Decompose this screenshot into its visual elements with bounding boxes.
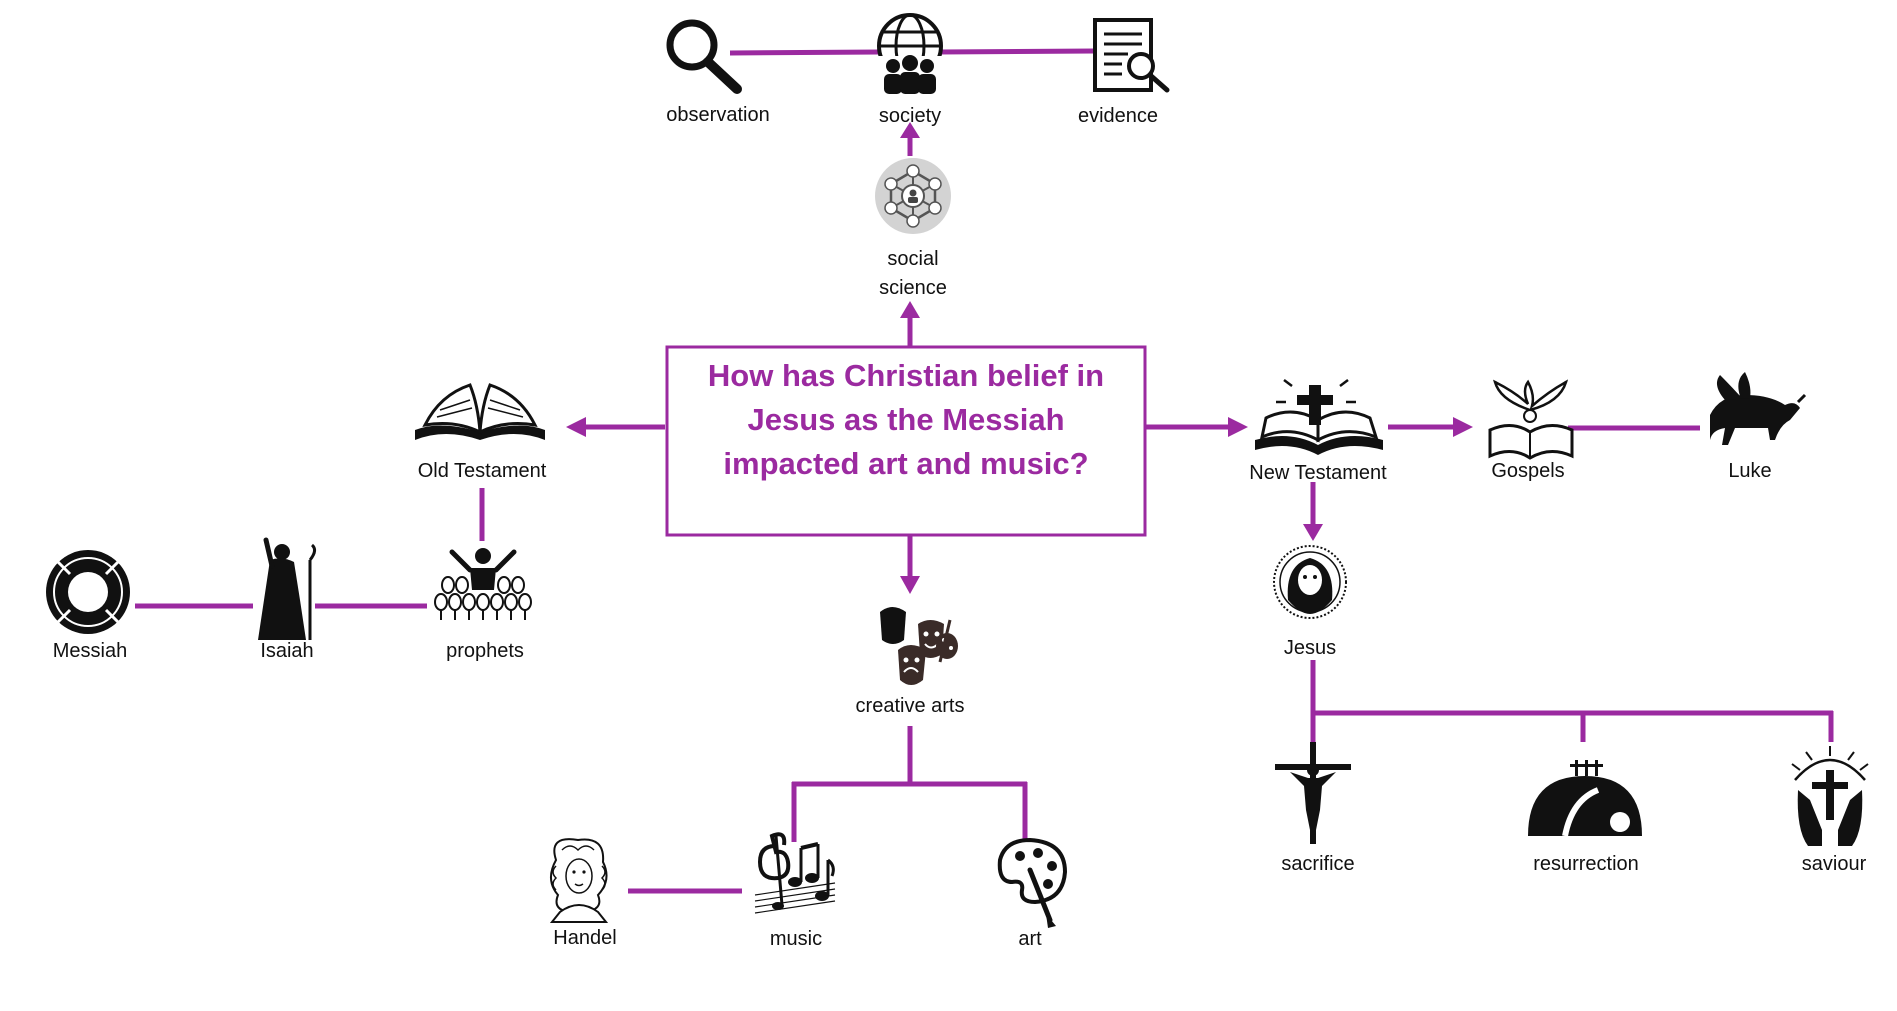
theatre-masks-icon (880, 607, 958, 685)
creative-arts-label: creative arts (856, 695, 965, 717)
messiah-label: Messiah (53, 640, 127, 662)
praying-hands-cross-icon (1791, 746, 1869, 846)
document-search-icon (1093, 18, 1170, 93)
luke-label: Luke (1728, 460, 1771, 482)
node-evidence: evidence (1078, 18, 1170, 127)
music-notes-icon (754, 832, 836, 914)
gospels-label: Gospels (1491, 460, 1564, 482)
social-science-label-2: science (879, 277, 947, 299)
node-luke: Luke (1710, 372, 1807, 482)
node-messiah: Messiah (46, 550, 130, 662)
new-testament-label: New Testament (1249, 462, 1387, 484)
prophets-label: prophets (446, 640, 524, 662)
question-line-3: impacted art and music? (723, 446, 1088, 481)
bible-cross-icon (1255, 379, 1383, 455)
magnifier-icon (666, 19, 742, 94)
node-art: art (997, 837, 1068, 950)
node-society: society (877, 13, 943, 127)
social-science-label-1: social (887, 248, 938, 270)
jesus-label: Jesus (1284, 637, 1336, 659)
node-old-testament: Old Testament (415, 383, 547, 482)
society-label: society (879, 105, 941, 127)
handel-label: Handel (553, 927, 616, 949)
art-label: art (1018, 928, 1042, 950)
open-book-icon (415, 383, 545, 440)
crowd-icon (434, 548, 532, 620)
node-prophets: prophets (434, 548, 532, 662)
winged-ox-icon (1710, 372, 1807, 445)
empty-tomb-icon (1528, 760, 1642, 837)
jesus-portrait-icon (1273, 545, 1347, 619)
node-social-science: social science (875, 158, 951, 299)
node-creative-arts: creative arts (856, 607, 965, 717)
observation-label: observation (666, 104, 769, 126)
dove-book-icon (1488, 379, 1574, 460)
prophet-silhouette-icon (258, 537, 317, 640)
isaiah-label: Isaiah (260, 640, 313, 662)
node-saviour: saviour (1791, 746, 1869, 875)
handel-portrait-icon (549, 838, 609, 923)
old-testament-label: Old Testament (418, 460, 547, 482)
node-sacrifice: sacrifice (1275, 742, 1355, 875)
node-handel: Handel (549, 838, 617, 949)
saviour-label: saviour (1802, 853, 1867, 875)
palette-icon (997, 837, 1068, 928)
node-new-testament: New Testament (1249, 379, 1387, 484)
node-jesus: Jesus (1273, 545, 1347, 659)
evidence-label: evidence (1078, 105, 1158, 127)
music-label: music (770, 928, 822, 950)
connectors (135, 48, 1834, 894)
globe-people-icon (877, 13, 943, 94)
node-resurrection: resurrection (1528, 760, 1642, 875)
node-observation: observation (666, 19, 770, 126)
node-music: music (754, 832, 836, 950)
crucifix-icon (1275, 742, 1351, 844)
question-line-1: How has Christian belief in (708, 358, 1104, 393)
resurrection-label: resurrection (1533, 853, 1639, 875)
question-box: How has Christian belief in Jesus as the… (665, 345, 1147, 537)
network-people-icon (875, 158, 951, 234)
question-line-2: Jesus as the Messiah (747, 402, 1064, 437)
node-isaiah: Isaiah (258, 537, 317, 662)
node-gospels: Gospels (1488, 379, 1574, 482)
sacrifice-label: sacrifice (1281, 853, 1354, 875)
lifebuoy-icon (46, 550, 130, 634)
